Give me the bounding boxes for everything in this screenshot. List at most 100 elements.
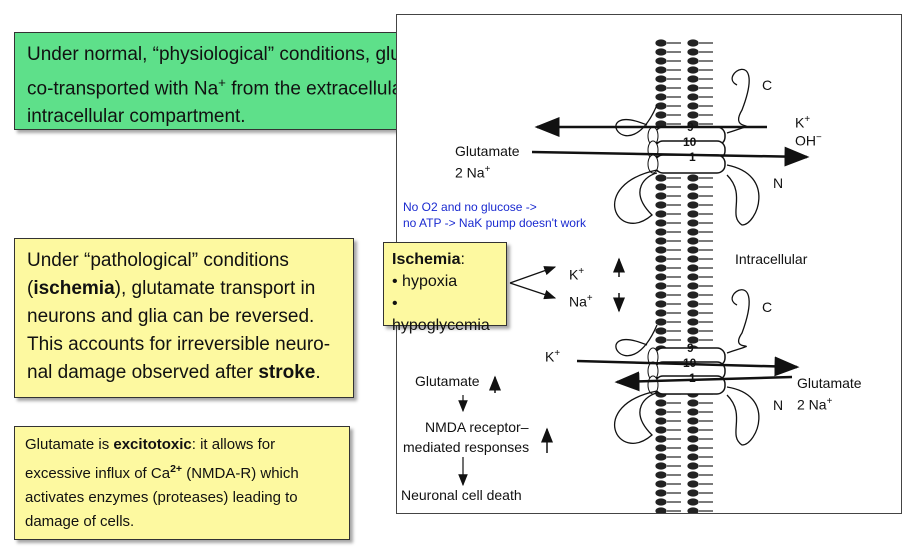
patho-text-3: . [315, 362, 321, 383]
lipid-head [687, 507, 699, 513]
lipid-head [687, 237, 699, 245]
normal-text-a: Under normal, “physiological” conditions… [27, 44, 478, 100]
lipid-head [655, 291, 667, 299]
lipid-head [687, 336, 699, 344]
lipid-head [687, 444, 699, 452]
lipid-head [687, 75, 699, 83]
transporter-diagram [458, 39, 810, 513]
label-c-bottom: C [762, 299, 773, 315]
lipid-head [687, 192, 699, 200]
excito-text-1: Glutamate is [25, 436, 114, 453]
label-k-bottom: K+ [545, 348, 561, 365]
ischemia-item-hypoxia: • hypoxia [392, 273, 458, 290]
lipid-head [655, 444, 667, 452]
bottom-transporter [576, 289, 800, 446]
lipid-head [655, 471, 667, 479]
lipid-head [655, 462, 667, 470]
lipid-head [687, 210, 699, 218]
lipid-head [655, 111, 667, 119]
label-glutamate-bottom-left: Glutamate [415, 373, 480, 389]
lipid-head [687, 66, 699, 74]
lipid-head [687, 264, 699, 272]
lipid-head [655, 237, 667, 245]
ischemia-item-hypoglycemia: • hypoglycemia [392, 295, 490, 334]
lipid-head [687, 435, 699, 443]
lipid-head [687, 57, 699, 65]
ischemia-box: Ischemia: • hypoxia • hypoglycemia [383, 242, 507, 334]
segment-9-bottom: 9 [687, 341, 694, 355]
lipid-head [687, 255, 699, 263]
lipid-head [655, 309, 667, 317]
lipid-head [655, 336, 667, 344]
label-oh-top: OH− [795, 132, 822, 149]
lipid-head [655, 426, 667, 434]
pathological-conditions-box: Under “pathological” conditions (ischemi… [14, 238, 354, 398]
lipid-head [655, 264, 667, 272]
lipid-head [687, 417, 699, 425]
ischemia-title: Ischemia [392, 251, 461, 268]
excito-text-3: (NMDA-R) which activates enzymes (protea… [25, 465, 299, 530]
label-n-bottom: N [773, 397, 784, 413]
lipid-head [655, 300, 667, 308]
lipid-head [655, 489, 667, 497]
lipid-head [687, 462, 699, 470]
lipid-head [655, 39, 667, 47]
lipid-head [655, 255, 667, 263]
excito-bold: excitotoxic [113, 436, 192, 453]
label-k-top: K+ [795, 114, 811, 131]
lipid-head [687, 318, 699, 326]
patho-text-1: Under “pathological” conditions ( [27, 250, 289, 299]
patho-bold-ischemia: ischemia [33, 278, 115, 299]
lipid-head [655, 318, 667, 326]
lipid-head [655, 174, 667, 182]
label-k-middle: K+ [569, 266, 585, 283]
patho-bold-stroke: stroke [258, 362, 316, 383]
lipid-head [687, 246, 699, 254]
top-transporter [531, 68, 810, 226]
lipid-head [655, 399, 667, 407]
lipid-head [687, 84, 699, 92]
segment-10-bottom: 10 [683, 356, 697, 370]
label-intracellular: Intracellular [735, 251, 808, 267]
lipid-head [687, 201, 699, 209]
lipid-head [687, 291, 699, 299]
note-line-2: no ATP -> NaK pump doesn't work [403, 216, 586, 230]
membrane [655, 39, 713, 513]
label-c-top: C [762, 77, 773, 93]
lipid-head [655, 57, 667, 65]
lipid-head [655, 66, 667, 74]
excito-sup: 2+ [170, 463, 183, 475]
lipid-head [655, 48, 667, 56]
label-nmda-1: NMDA receptor– [425, 419, 529, 435]
ischemia-colon: : [460, 251, 465, 268]
lipid-head [655, 507, 667, 513]
lipid-head [655, 192, 667, 200]
lipid-head [655, 228, 667, 236]
label-nmda-2: mediated responses [403, 439, 530, 455]
lipid-head [655, 219, 667, 227]
lipid-head [687, 183, 699, 191]
lipid-head [687, 219, 699, 227]
segment-1-top: 1 [689, 150, 696, 164]
lipid-head [687, 48, 699, 56]
label-na-bottom: 2 Na+ [797, 396, 833, 413]
lipid-head [655, 102, 667, 110]
patho-text-2: ), glutamate transport in neurons and gl… [27, 278, 331, 383]
lipid-head [655, 435, 667, 443]
label-glutamate-bottom-right: Glutamate [797, 375, 862, 391]
lipid-head [655, 201, 667, 209]
excito-text-2: : it allows for excessive influx of Ca [25, 436, 276, 482]
lipid-head [687, 399, 699, 407]
lipid-head [655, 84, 667, 92]
label-glutamate-top: Glutamate [455, 143, 520, 159]
lipid-head [655, 93, 667, 101]
lipid-head [687, 426, 699, 434]
segment-1-bottom: 1 [689, 371, 696, 385]
lipid-head [687, 480, 699, 488]
note-line-1: No O2 and no glucose -> [403, 200, 537, 214]
lipid-head [687, 228, 699, 236]
label-neuronal-death: Neuronal cell death [401, 487, 522, 503]
lipid-head [687, 111, 699, 119]
lipid-head [655, 453, 667, 461]
lipid-head [687, 453, 699, 461]
